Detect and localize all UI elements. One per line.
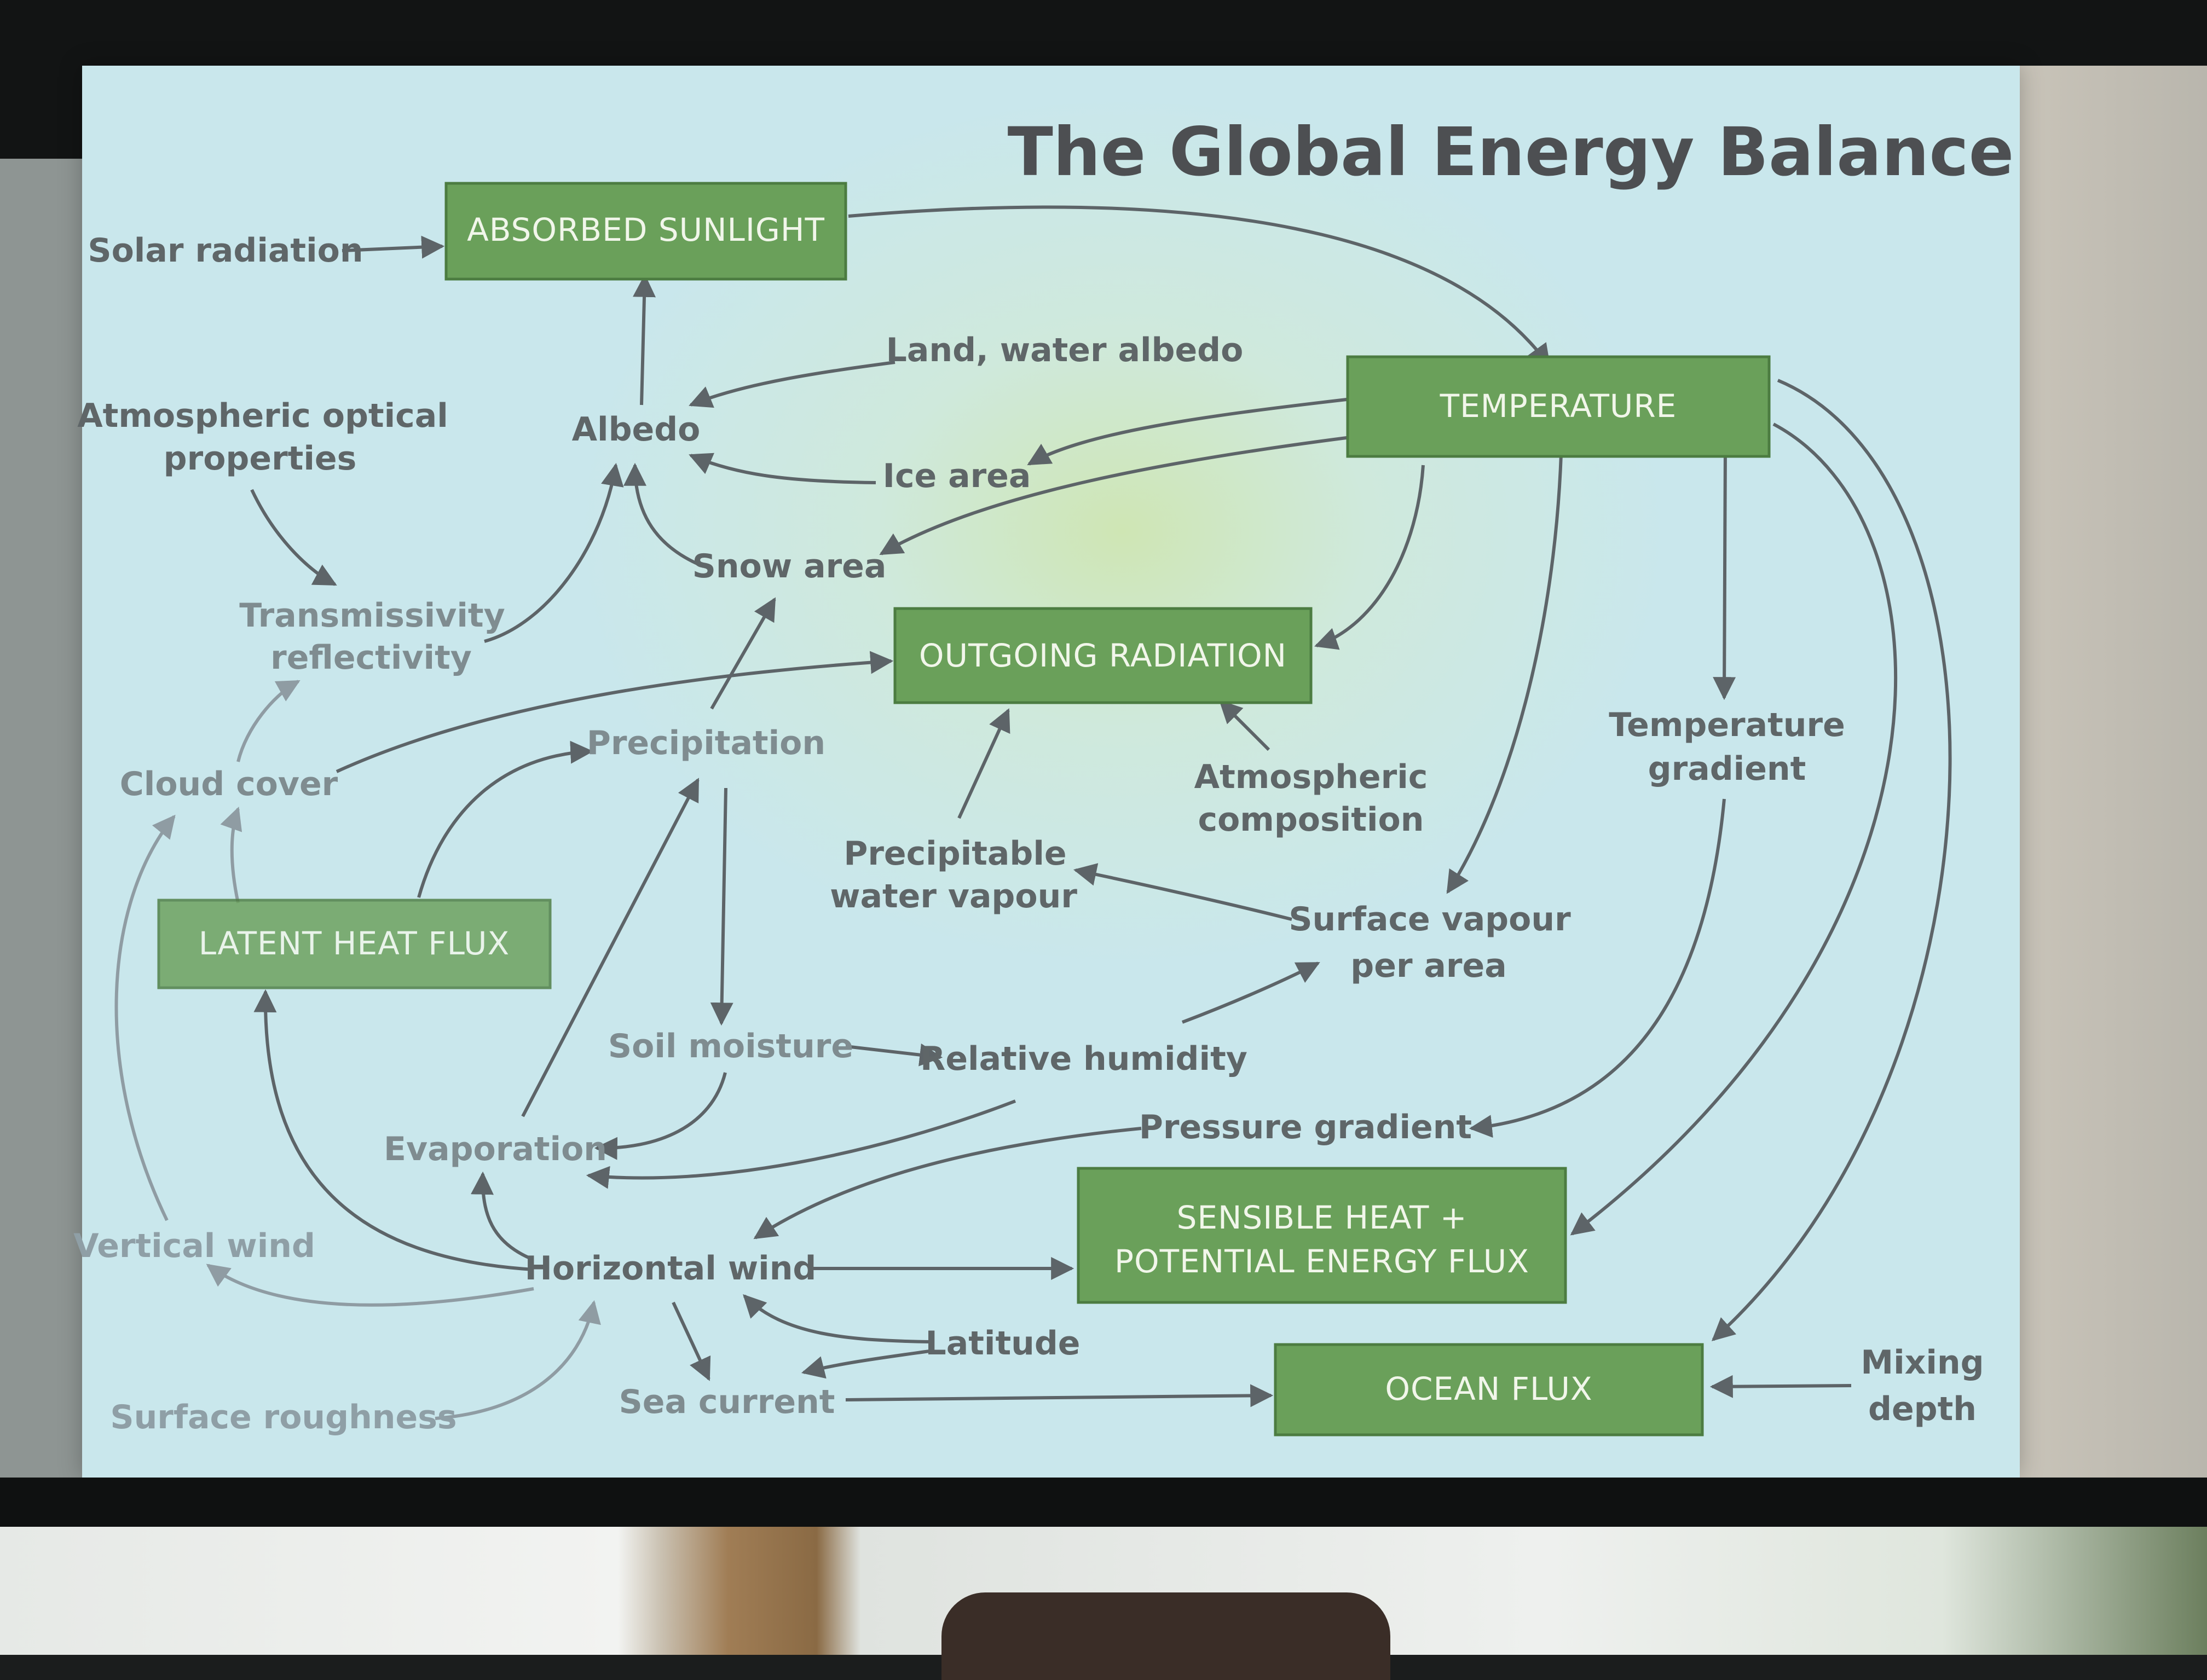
latent-heat-flux-label: LATENT HEAT FLUX <box>199 925 510 962</box>
arrow-hwind-to-evap <box>471 1171 532 1260</box>
label-pressure-gradient: Pressure gradient <box>1139 1108 1472 1146</box>
sensible-heat-label-line2: POTENTIAL ENERGY FLUX <box>1114 1243 1529 1280</box>
arrow-atmcomp-to-outgoing <box>1219 700 1270 751</box>
label-surface-vapour-line2: per area <box>1350 947 1506 985</box>
label-atm-composition-line2: composition <box>1198 801 1424 839</box>
arrow-landalbedo-to-albedo <box>689 361 895 408</box>
right-wall <box>2014 66 2207 1499</box>
arrow-surfacevapour-to-precipitable <box>1073 863 1292 921</box>
label-sea-current: Sea current <box>619 1383 835 1421</box>
arrow-pressure-to-hwind <box>753 1127 1142 1239</box>
arrow-soil-to-humidity <box>845 1043 943 1067</box>
label-precipitation: Precipitation <box>587 724 825 762</box>
label-cloud-cover: Cloud cover <box>120 765 338 803</box>
arrow-temp-to-ocean <box>1711 379 1952 1341</box>
temperature-label: TEMPERATURE <box>1440 387 1677 425</box>
arrow-humidity-to-evap <box>586 1099 1016 1189</box>
arrow-temp-to-surfacevapour <box>1446 454 1563 894</box>
connector-arrows <box>114 205 1952 1420</box>
label-surface-roughness: Surface roughness <box>110 1398 457 1436</box>
arrow-snow-to-albedo <box>623 462 704 568</box>
box-sensible-heat: SENSIBLE HEAT + POTENTIAL ENERGY FLUX <box>1077 1167 1567 1304</box>
label-solar-radiation: Solar radiation <box>88 231 363 270</box>
arrow-temp-to-snow <box>879 436 1347 555</box>
arrow-temp-to-ice <box>1027 398 1347 466</box>
arrow-tempgradient-to-pressure <box>1469 798 1726 1138</box>
arrow-precip-to-soil <box>710 787 733 1026</box>
node-labels: Solar radiation Land, water albedo Albed… <box>73 231 1984 1436</box>
arrow-precip-to-snow <box>710 597 776 710</box>
label-atm-optical-line2: properties <box>164 439 357 478</box>
arrow-hwind-to-seacurrent <box>672 1301 711 1381</box>
box-absorbed-sunlight: ABSORBED SUNLIGHT <box>444 182 847 281</box>
label-soil-moisture: Soil moisture <box>608 1027 853 1065</box>
arrow-latent-to-precip <box>417 740 594 898</box>
outgoing-radiation-label: OUTGOING RADIATION <box>919 637 1287 674</box>
label-snow-area: Snow area <box>692 547 887 586</box>
arrow-precipitable-to-outgoing <box>957 708 1010 819</box>
label-vertical-wind: Vertical wind <box>73 1227 315 1265</box>
ocean-flux-label: OCEAN FLUX <box>1385 1370 1592 1407</box>
label-temp-gradient-line2: gradient <box>1648 750 1806 788</box>
arrow-atmoptical-to-transmissivity <box>250 489 337 586</box>
arrow-cloud-to-outgoing <box>336 651 894 773</box>
arrow-cloud-to-transmissivity <box>236 680 301 762</box>
arrow-roughness-to-hwind <box>435 1300 601 1420</box>
label-latitude: Latitude <box>925 1324 1080 1363</box>
label-precipitable-line1: Precipitable <box>843 835 1066 873</box>
arrow-transmissivity-to-albedo <box>484 462 624 643</box>
arrow-latitude-to-hwind <box>743 1294 934 1343</box>
arrow-hwind-to-latent <box>253 989 534 1271</box>
arrow-ice-to-albedo <box>689 453 876 484</box>
label-horizontal-wind: Horizontal wind <box>525 1249 817 1288</box>
arrow-temp-to-tempgradient <box>1713 445 1736 700</box>
box-temperature: TEMPERATURE <box>1346 355 1771 458</box>
label-precipitable-line2: water vapour <box>830 877 1077 916</box>
label-temp-gradient-line1: Temperature <box>1609 706 1845 744</box>
label-land-water-albedo: Land, water albedo <box>886 331 1244 369</box>
label-evaporation: Evaporation <box>384 1130 607 1168</box>
label-relative-humidity: Relative humidity <box>920 1040 1247 1078</box>
arrow-solar-to-absorbed <box>342 235 445 259</box>
arrow-latent-to-cloud <box>220 807 242 903</box>
arrow-albedo-to-absorbed <box>633 274 656 405</box>
label-mixing-depth-line1: Mixing <box>1861 1343 1984 1382</box>
sensible-heat-label-line1: SENSIBLE HEAT + <box>1177 1199 1468 1236</box>
label-transmissivity-line2: reflectivity <box>270 639 472 677</box>
box-ocean-flux: OCEAN FLUX <box>1274 1343 1704 1436</box>
arrow-mixing-to-ocean <box>1709 1375 1852 1398</box>
label-surface-vapour-line1: Surface vapour <box>1289 900 1571 939</box>
screen-bottom-bezel <box>0 1478 2207 1527</box>
arrow-latitude-to-seacurrent <box>801 1349 934 1379</box>
label-atm-composition-line1: Atmospheric <box>1194 758 1428 796</box>
arrow-seacurrent-to-ocean <box>845 1384 1274 1407</box>
box-outgoing-radiation: OUTGOING RADIATION <box>893 607 1313 704</box>
arrow-humidity-to-surfacevapour <box>1181 961 1320 1024</box>
arrow-soil-to-evap <box>594 1072 727 1160</box>
label-mixing-depth-line2: depth <box>1868 1390 1977 1428</box>
arrow-temp-to-sensible <box>1570 422 1898 1236</box>
arrow-evap-to-precip <box>521 778 700 1117</box>
label-atm-optical-line1: Atmospheric optical <box>77 397 448 435</box>
label-ice-area: Ice area <box>883 457 1031 495</box>
box-latent-heat-flux: LATENT HEAT FLUX <box>157 899 552 989</box>
arrow-vwind-to-cloud <box>114 814 176 1221</box>
label-albedo: Albedo <box>572 410 701 449</box>
arrow-temp-to-outgoing <box>1314 465 1425 650</box>
label-transmissivity-line1: Transmissivity <box>239 596 505 635</box>
diagram-title: The Global Energy Balance <box>1008 113 2014 191</box>
arrow-absorbed-to-temperature <box>848 205 1551 368</box>
arrow-hwind-to-vwind <box>206 1264 534 1307</box>
absorbed-sunlight-label: ABSORBED SUNLIGHT <box>467 211 825 248</box>
